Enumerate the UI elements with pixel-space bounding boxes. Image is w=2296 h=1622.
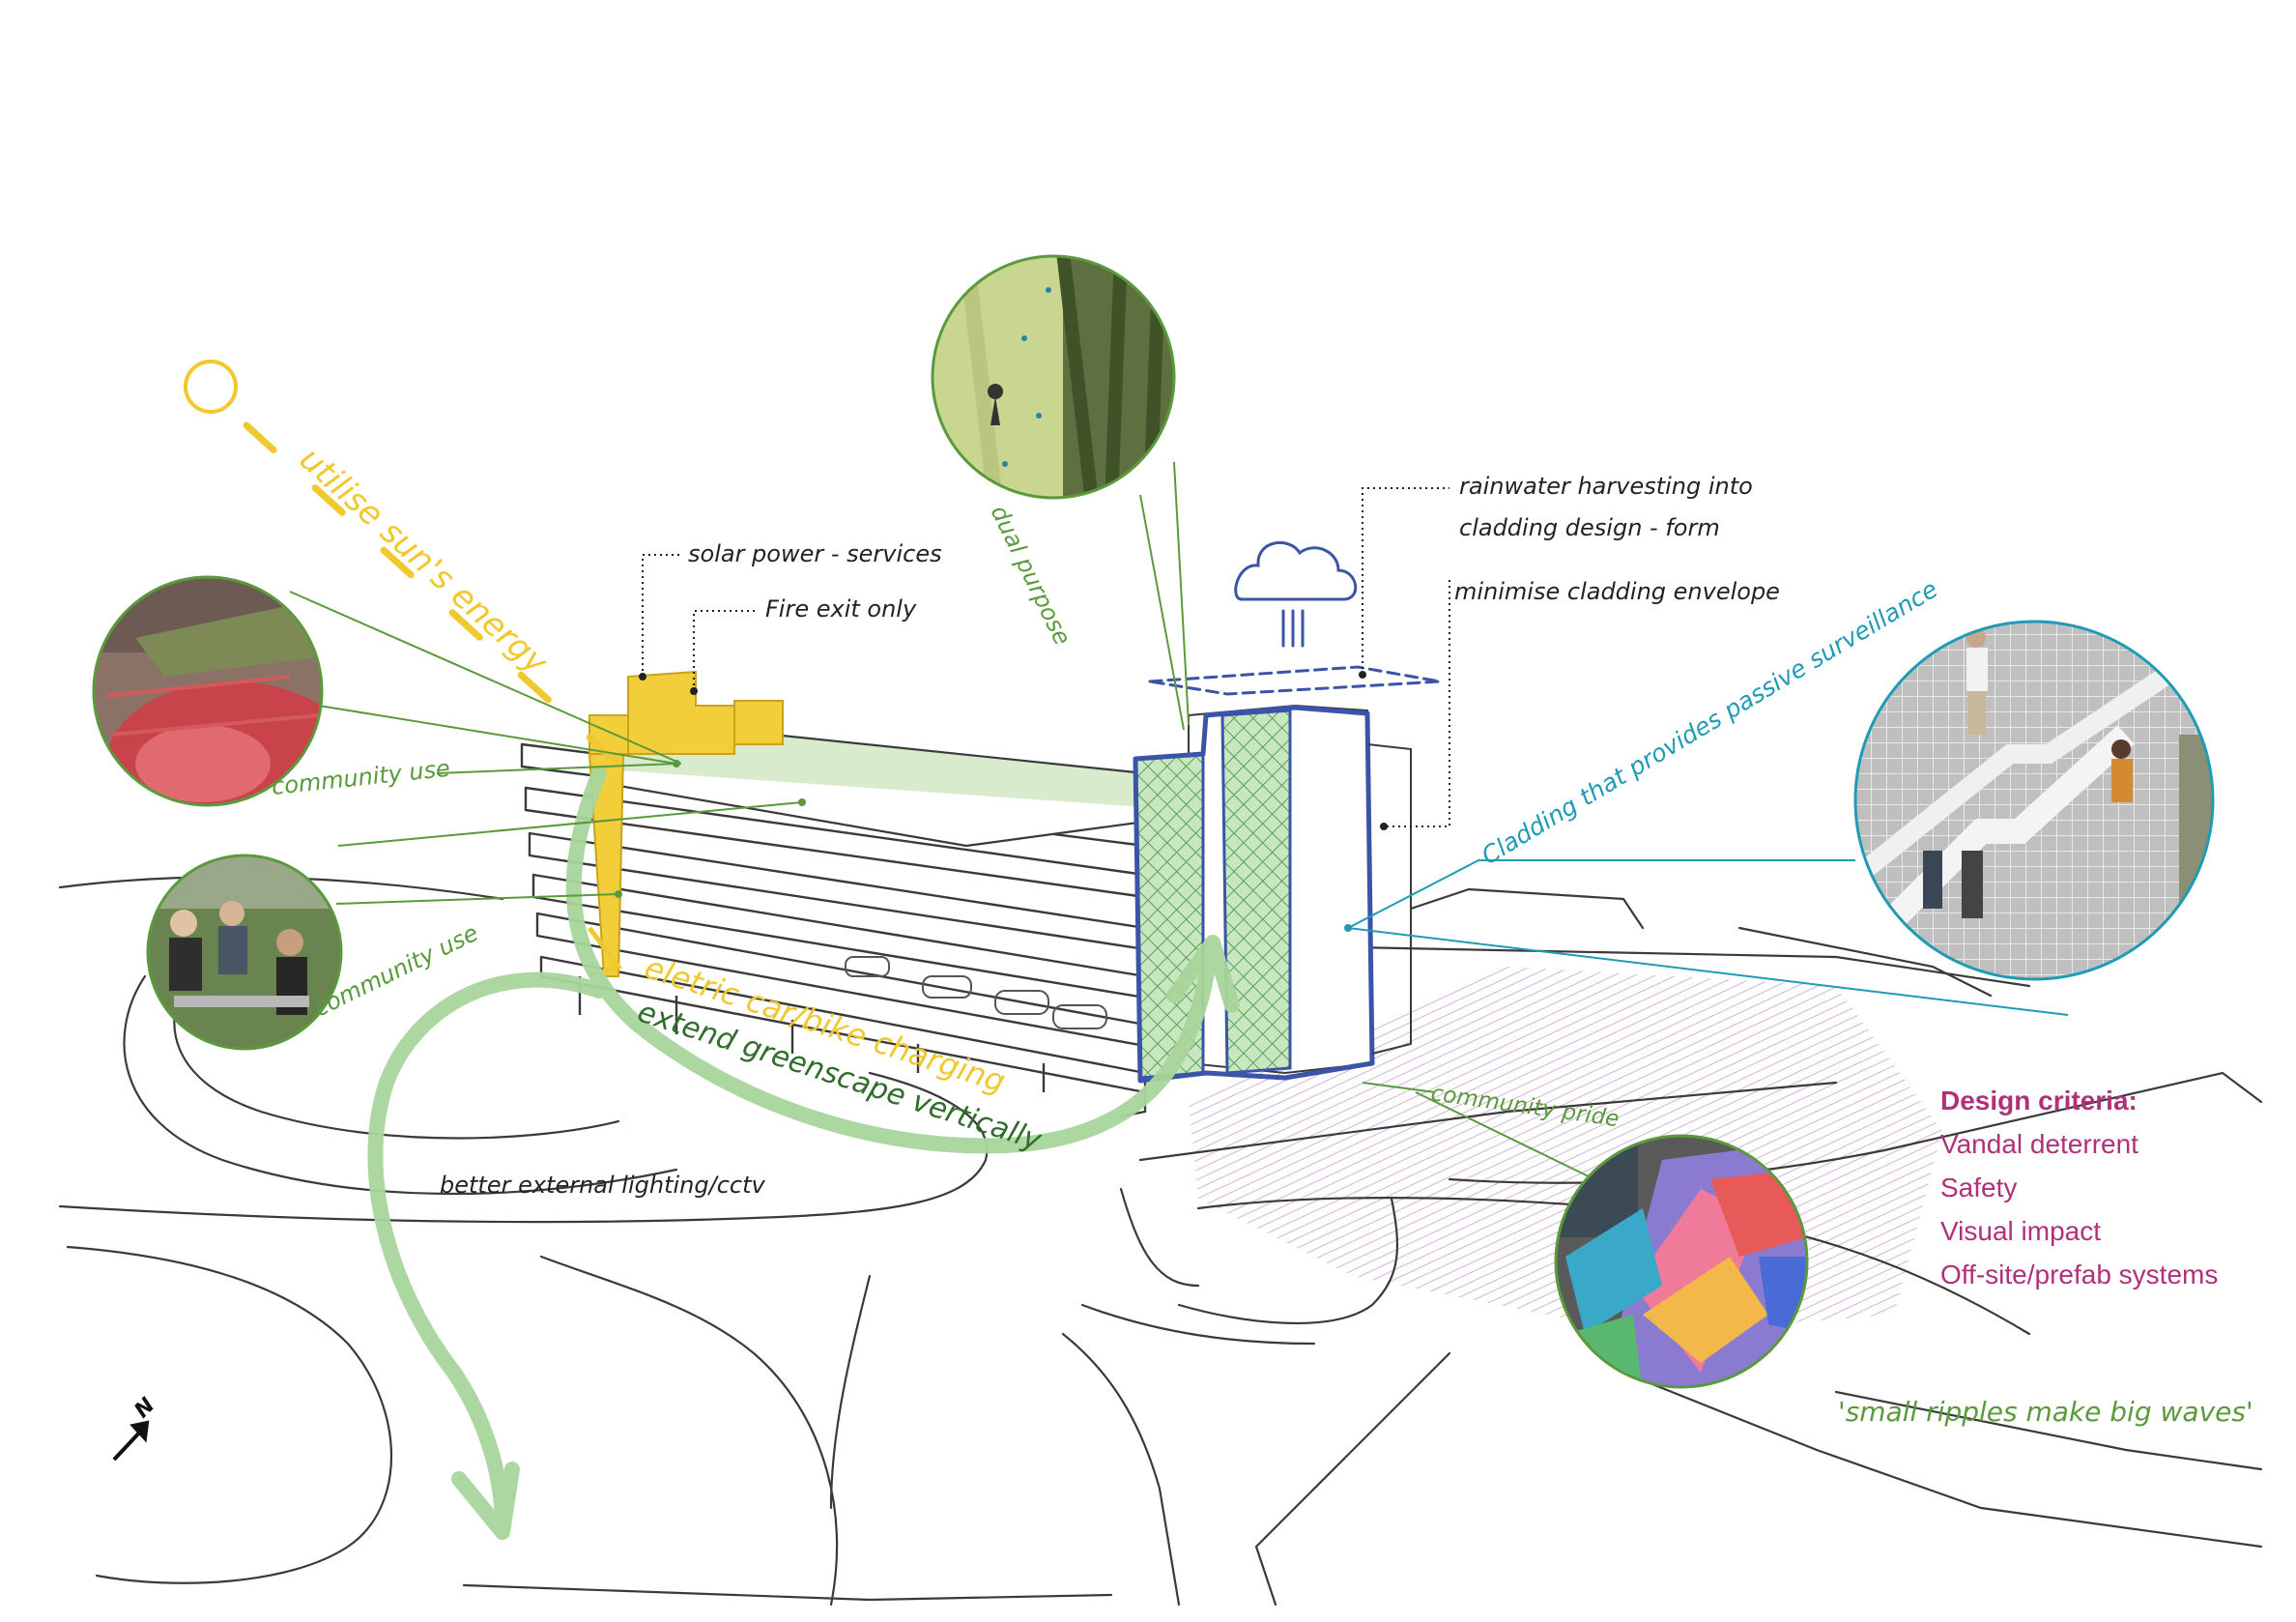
minimise-cladding-label: minimise cladding envelope: [1454, 578, 1780, 605]
lighting-cctv-label: better external lighting/cctv: [440, 1172, 766, 1199]
rainwater-label-line1: rainwater harvesting into: [1459, 473, 1753, 500]
people-seating-photo: [146, 854, 343, 1051]
criteria-item: Safety: [1940, 1173, 2017, 1202]
stairwell-mesh-photo: [1853, 620, 2215, 981]
criteria-item: Off-site/prefab systems: [1940, 1260, 2218, 1289]
fire-exit-label: Fire exit only: [765, 595, 917, 623]
criteria-item: Vandal deterrent: [1940, 1129, 2138, 1159]
leader-lines-teal: [1347, 859, 2069, 1016]
greenscape-arrows: [367, 766, 1240, 1540]
stair-tower: [1133, 704, 1412, 1084]
parked-cars: [845, 956, 1107, 1029]
sun-label: utilise sun's energy: [292, 440, 556, 682]
cloud-icon: [1149, 540, 1441, 696]
north-label: N: [130, 1394, 160, 1424]
rainwater-label-line2: cladding design - form: [1459, 514, 1720, 541]
solar-power-label: solar power - services: [688, 540, 942, 567]
leader-lines-green: [289, 461, 1595, 1180]
leader-lines-black: [642, 487, 1450, 827]
painted-plaza-photo: [1554, 1134, 1809, 1389]
motto-label: 'small ripples make big waves': [1838, 1396, 2253, 1428]
north-arrow-icon: [112, 1420, 150, 1462]
red-rooftop-court-photo: [92, 575, 324, 807]
dual-purpose-label: dual purpose: [986, 501, 1076, 649]
solar-services-block: [588, 670, 784, 977]
climbing-wall-photo: [931, 254, 1176, 500]
design-criteria-heading: Design criteria:: [1940, 1086, 2138, 1115]
criteria-item: Visual impact: [1940, 1216, 2101, 1246]
